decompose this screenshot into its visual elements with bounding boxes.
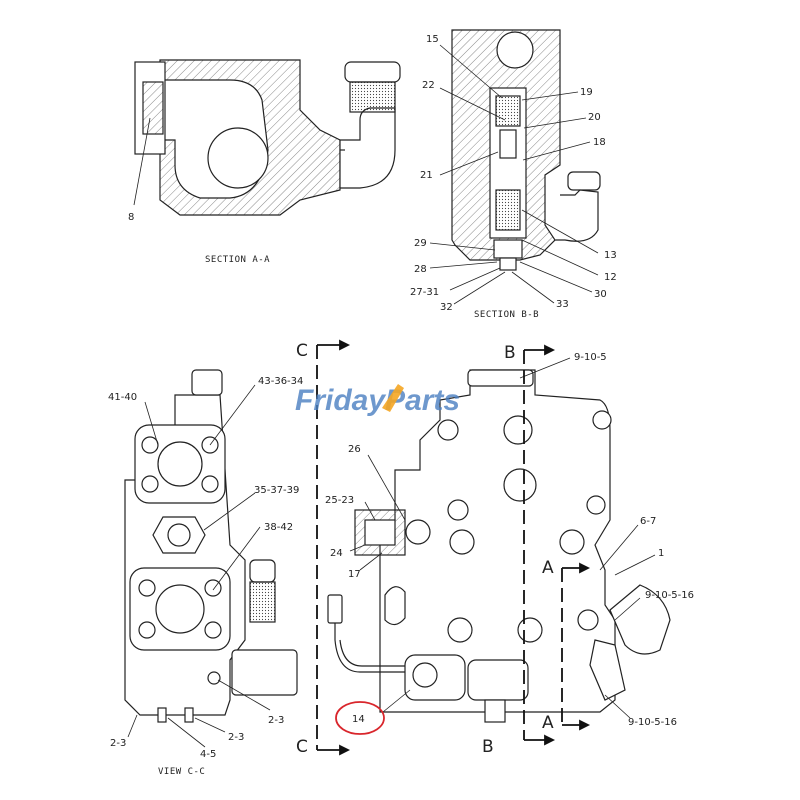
cut-letter-c-bottom: C — [296, 737, 308, 757]
main-view-drawing — [327, 369, 671, 723]
callout-28: 28 — [414, 264, 427, 275]
callout-13: 13 — [604, 250, 617, 261]
callout-19: 19 — [580, 87, 593, 98]
cut-letter-b-bottom: B — [482, 737, 494, 757]
section-b-b-label: SECTION B-B — [474, 310, 539, 320]
watermark-logo: FridayParts — [295, 384, 460, 417]
section-b-b-leaders — [429, 44, 599, 305]
callout-9-10-5-16-top: 9-10-5-16 — [645, 590, 694, 601]
view-c-c-drawing — [124, 369, 298, 723]
leader-8 — [133, 117, 151, 206]
view-c-c-leaders — [127, 384, 271, 748]
cutting-plane-lines — [316, 339, 591, 756]
callout-32: 32 — [440, 302, 453, 313]
section-a-a-drawing — [134, 59, 401, 216]
watermark-part1: Friday — [295, 384, 386, 417]
callout-38-42: 38-42 — [264, 522, 293, 533]
callout-26: 26 — [348, 444, 361, 455]
callout-2-3-left: 2-3 — [110, 738, 126, 749]
callout-33: 33 — [556, 299, 569, 310]
callout-18: 18 — [593, 137, 606, 148]
callout-24: 24 — [330, 548, 343, 559]
callout-27-31: 27-31 — [410, 287, 439, 298]
callout-43-36-34: 43-36-34 — [258, 376, 303, 387]
cut-letter-a-bottom: A — [542, 713, 554, 733]
callout-41-40: 41-40 — [108, 392, 137, 403]
callout-2-3-right: 2-3 — [268, 715, 284, 726]
callout-14: 14 — [352, 714, 365, 725]
callout-12: 12 — [604, 272, 617, 283]
callout-8: 8 — [128, 212, 134, 223]
callout-30: 30 — [594, 289, 607, 300]
view-c-c-label: VIEW C-C — [158, 767, 205, 777]
callout-15: 15 — [426, 34, 439, 45]
callout-17: 17 — [348, 569, 361, 580]
highlight-circle-14 — [335, 701, 385, 735]
callout-4-5: 4-5 — [200, 749, 216, 760]
callout-29: 29 — [414, 238, 427, 249]
main-view-leaders — [349, 357, 656, 719]
callout-35-37-39: 35-37-39 — [254, 485, 299, 496]
section-a-a-label: SECTION A-A — [205, 255, 270, 265]
callout-20: 20 — [588, 112, 601, 123]
callout-22: 22 — [422, 80, 435, 91]
callout-1: 1 — [658, 548, 664, 559]
callout-2-3-bottom: 2-3 — [228, 732, 244, 743]
watermark-accent-mark — [382, 384, 404, 412]
callout-9-10-5-16-bottom: 9-10-5-16 — [628, 717, 677, 728]
section-b-b-drawing — [451, 29, 601, 271]
callout-6-7: 6-7 — [640, 516, 656, 527]
callout-25-23: 25-23 — [325, 495, 354, 506]
callout-9-10-5: 9-10-5 — [574, 352, 607, 363]
callout-21: 21 — [420, 170, 433, 181]
cut-letter-c-top: C — [296, 341, 308, 361]
cut-letter-b-top: B — [504, 343, 516, 363]
cut-letter-a-top: A — [542, 558, 554, 578]
